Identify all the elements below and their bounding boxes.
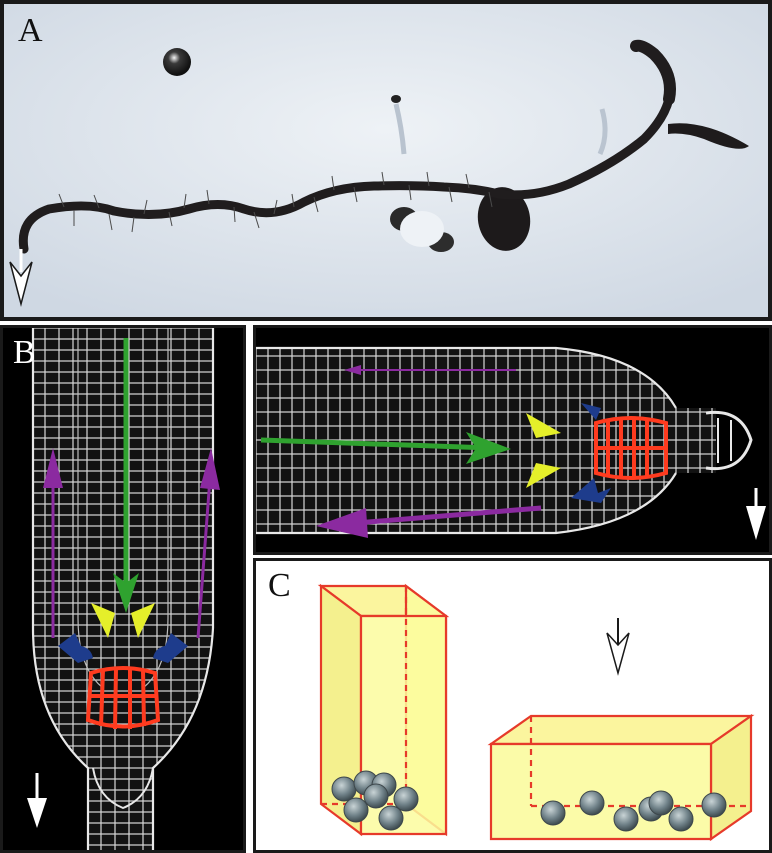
auxin-flow-arrow-yellow: [91, 603, 155, 638]
auxin-flow-arrow-purple: [316, 365, 542, 538]
auxin-flow-arrow-blue: [571, 403, 611, 503]
seedling-hypocotyl: [630, 39, 676, 105]
panel-label-c: C: [268, 567, 291, 604]
auxin-flow-arrow-purple: [43, 448, 220, 639]
cotyledon: [668, 123, 749, 149]
root-hairs: [58, 171, 493, 233]
seed-debris: [390, 207, 454, 252]
auxin-flow-arrow-green: [113, 338, 139, 613]
seedling-root: [18, 94, 674, 254]
auxin-flow-arrow-blue: [58, 633, 188, 663]
gravity-arrow-icon: [606, 618, 630, 676]
panel-b-vertical-root: B: [0, 325, 246, 853]
horizontal-root-micrograph: [256, 328, 769, 552]
statolith-diagram: [317, 583, 755, 842]
root-outline: [256, 346, 677, 535]
auxin-flow-arrow-yellow: [526, 413, 561, 488]
gravity-arrow-icon: [746, 488, 766, 540]
panel-label-b: B: [13, 334, 36, 371]
statoliths-vertical: [331, 770, 419, 831]
statoliths-horizontal: [540, 790, 727, 832]
panel-c: C: [253, 558, 772, 853]
root-outline: [31, 328, 215, 850]
vertical-cell-box: [317, 583, 450, 837]
gravity-arrow-icon: [9, 249, 33, 307]
panel-label-a: A: [18, 12, 43, 49]
debris: [391, 95, 401, 103]
debris-shadow: [393, 103, 407, 155]
panel-a: A: [0, 0, 772, 321]
gravity-arrow-icon: [27, 773, 47, 828]
debris-shadow: [597, 108, 608, 156]
columella-cells: [85, 666, 161, 730]
panel-b-horizontal-root: [253, 325, 772, 555]
auxin-flow-arrow-green: [260, 432, 511, 464]
columella-cells: [594, 416, 668, 480]
vertical-root-micrograph: [3, 328, 243, 850]
air-bubble: [163, 48, 191, 76]
seedling-image: [4, 4, 768, 317]
